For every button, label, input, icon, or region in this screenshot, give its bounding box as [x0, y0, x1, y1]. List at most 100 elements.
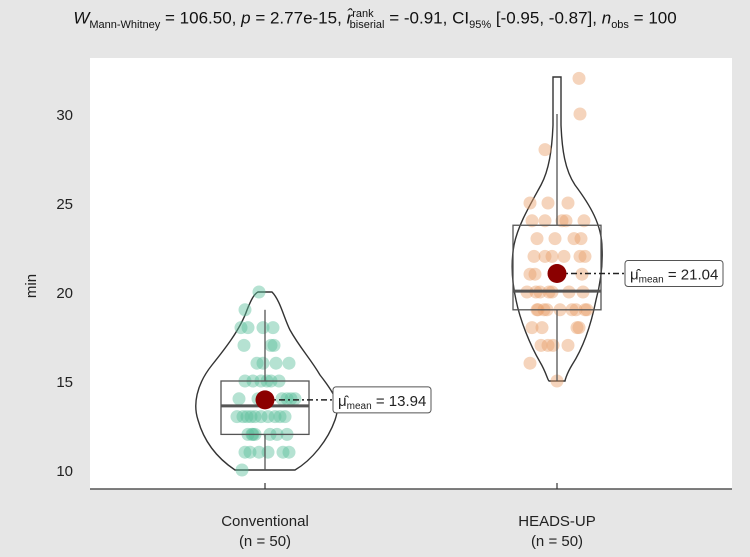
- stat-sub: Mann-Whitney: [89, 19, 161, 32]
- y-tick-label: 15: [56, 374, 73, 391]
- data-point: [541, 338, 555, 352]
- y-tick-label: 30: [56, 107, 73, 124]
- x-axis: Conventional (n = 50) HEADS-UP (n = 50): [221, 483, 596, 550]
- n-value: = 100: [633, 8, 677, 28]
- data-point: [545, 249, 559, 263]
- ci-value: [-0.95, -0.87],: [495, 8, 597, 28]
- data-point: [236, 410, 250, 424]
- data-point: [284, 392, 298, 406]
- data-point: [250, 356, 264, 370]
- data-point: [534, 338, 548, 352]
- mean-point: [547, 263, 567, 283]
- chart-title: WMann-Whitney = 106.50, p = 2.77e-15, r̂…: [0, 8, 750, 31]
- mean-label-box: [624, 259, 724, 287]
- data-point: [273, 410, 287, 424]
- data-point: [559, 214, 573, 228]
- data-point: [528, 267, 542, 281]
- data-point: [261, 410, 275, 424]
- n-label: n: [601, 8, 612, 28]
- data-point: [561, 196, 575, 210]
- box: [512, 224, 602, 311]
- data-point: [232, 392, 246, 406]
- data-point: [557, 249, 571, 263]
- data-point: [254, 410, 268, 424]
- ci-label: CI: [452, 8, 470, 28]
- data-point: [234, 321, 248, 335]
- data-point: [525, 214, 539, 228]
- data-point: [264, 338, 278, 352]
- mean-label-box: [332, 386, 432, 414]
- data-point: [541, 196, 555, 210]
- data-point: [567, 232, 581, 246]
- data-point: [570, 321, 584, 335]
- data-point: [230, 410, 244, 424]
- data-point: [235, 463, 249, 477]
- data-point: [278, 410, 292, 424]
- data-point: [523, 196, 537, 210]
- mean-label: μ̂mean = 13.94: [338, 393, 426, 412]
- data-point: [237, 338, 251, 352]
- p-value: = 2.77e-15,: [255, 8, 342, 28]
- data-point: [538, 214, 552, 228]
- data-point: [256, 321, 270, 335]
- data-point: [282, 356, 296, 370]
- y-tick-label: 10: [56, 463, 73, 480]
- x-tick-n-label: (n = 50): [239, 533, 291, 550]
- data-point: [523, 356, 537, 370]
- p-label: p: [241, 8, 251, 28]
- data-point: [535, 321, 549, 335]
- x-tick-n-label: (n = 50): [531, 533, 583, 550]
- data-point: [238, 445, 252, 459]
- mean-label: μ̂mean = 21.04: [630, 266, 718, 285]
- y-tick-label: 25: [56, 196, 73, 213]
- data-point: [555, 214, 569, 228]
- mean-point: [255, 390, 275, 410]
- mean-markers: μ̂mean = 13.94 μ̂mean = 21.04: [255, 259, 724, 414]
- y-axis-label: min: [23, 274, 40, 298]
- data-point: [561, 338, 575, 352]
- r-sub: biserial: [349, 19, 385, 32]
- data-point: [243, 445, 257, 459]
- r-value: = -0.91,: [389, 8, 448, 28]
- data-point: [523, 267, 537, 281]
- data-point: [266, 321, 280, 335]
- data-point: [244, 410, 258, 424]
- data-point: [252, 285, 266, 299]
- data-point: [538, 143, 552, 157]
- data-point: [240, 410, 254, 424]
- data-point: [538, 249, 552, 263]
- data-point: [268, 410, 282, 424]
- data-point: [578, 249, 592, 263]
- r-sup: rank: [352, 8, 374, 20]
- data-point: [572, 71, 586, 85]
- data-point: [525, 321, 539, 335]
- data-point: [527, 249, 541, 263]
- data-point: [572, 321, 586, 335]
- data-point: [530, 232, 544, 246]
- data-point: [248, 410, 262, 424]
- data-point: [241, 321, 255, 335]
- x-tick-label: Conventional: [221, 513, 309, 530]
- stat-value: = 106.50,: [165, 8, 237, 28]
- data-point: [573, 107, 587, 121]
- data-point: [276, 445, 290, 459]
- x-tick-label: HEADS-UP: [518, 513, 596, 530]
- data-point: [256, 356, 270, 370]
- data-point: [275, 392, 289, 406]
- stat-label: W: [73, 8, 90, 28]
- data-point: [267, 338, 281, 352]
- data-point: [574, 232, 588, 246]
- data-point: [252, 445, 266, 459]
- data-point: [282, 445, 296, 459]
- n-sub: obs: [611, 19, 629, 32]
- y-tick-label: 20: [56, 285, 73, 302]
- data-point: [573, 249, 587, 263]
- data-point: [546, 338, 560, 352]
- ci-sub: 95%: [469, 19, 492, 32]
- data-point: [577, 214, 591, 228]
- data-point: [280, 392, 294, 406]
- data-point: [548, 232, 562, 246]
- box: [220, 380, 310, 436]
- y-axis: 10 15 20 25 30: [56, 107, 73, 480]
